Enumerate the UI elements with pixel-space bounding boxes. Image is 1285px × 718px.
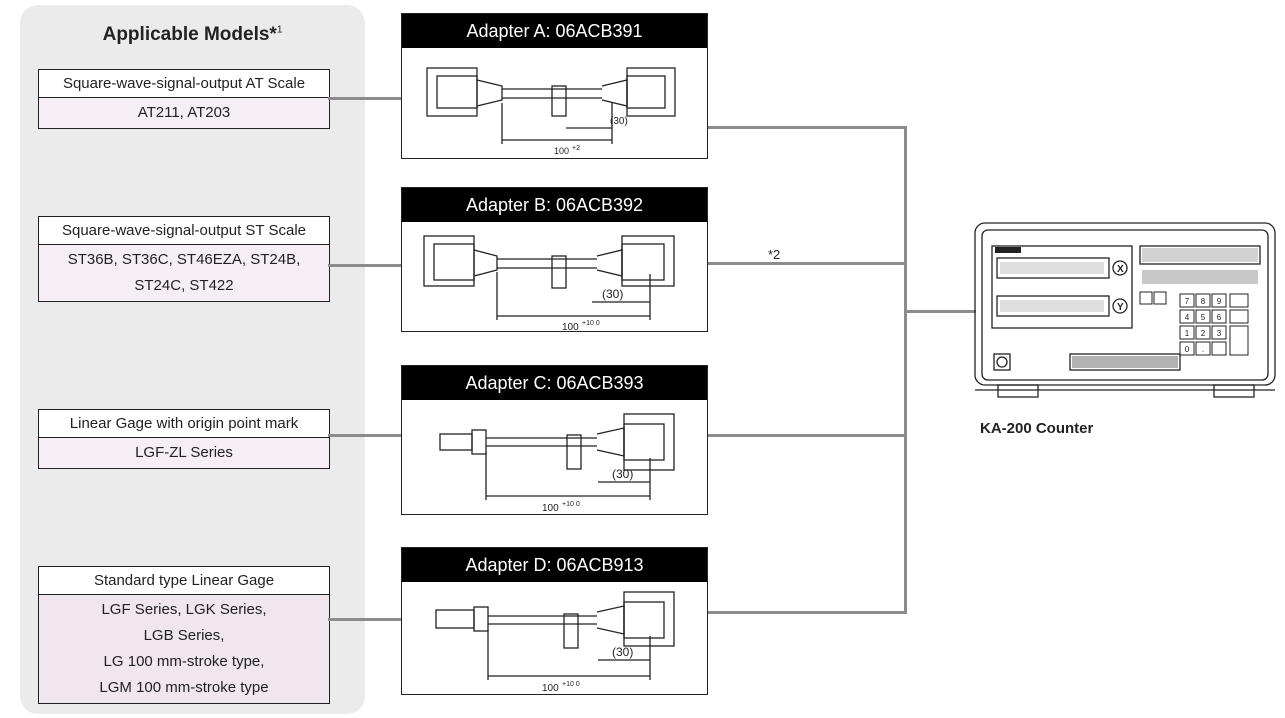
model-group-st-scale: Square-wave-signal-output ST Scale ST36B… xyxy=(38,216,330,302)
counter-axis-y: Y xyxy=(1117,302,1124,313)
wire-b-to-bus xyxy=(706,262,906,265)
model-group-body: ST36B, ST36C, ST46EZA, ST24B, ST24C, ST4… xyxy=(39,245,329,301)
wire-bus xyxy=(904,126,907,614)
key-8: 8 xyxy=(1201,297,1206,306)
model-group-body: LGF-ZL Series xyxy=(39,438,329,468)
adapter-c-dim-length: 100 xyxy=(542,503,559,514)
adapter-d-dim-short: (30) xyxy=(612,645,633,659)
adapter-b-dim-length: 100 xyxy=(562,322,579,332)
adapter-drawing: (30) 100 +10 0 xyxy=(402,582,707,700)
wire-at-to-a xyxy=(328,97,401,100)
wire-d-to-bus xyxy=(706,611,906,614)
adapter-title: Adapter A: 06ACB391 xyxy=(402,14,707,48)
key-1: 1 xyxy=(1185,329,1190,338)
key-4: 4 xyxy=(1185,313,1190,322)
adapter-d-dim-tol: +10 0 xyxy=(562,681,580,688)
model-group-body: LGF Series, LGK Series, LGB Series, LG 1… xyxy=(39,595,329,703)
counter-axis-x: X xyxy=(1117,264,1124,275)
models-title: Applicable Models*1 xyxy=(20,24,365,46)
key-decimal: . xyxy=(1202,345,1204,354)
adapter-c: Adapter C: 06ACB393 (30) 100 +10 0 xyxy=(401,365,708,515)
model-group-standard-linear-gage: Standard type Linear Gage LGF Series, LG… xyxy=(38,566,330,704)
model-group-header: Square-wave-signal-output AT Scale xyxy=(39,70,329,98)
adapter-a-drawing: (30) 100 +2 xyxy=(402,48,707,158)
adapter-a-dim-tol: +2 xyxy=(572,145,580,152)
wire-st-to-b xyxy=(328,264,401,267)
adapter-b-dim-short: (30) xyxy=(602,287,623,301)
model-line: LGF-ZL Series xyxy=(39,440,329,466)
model-group-header: Standard type Linear Gage xyxy=(39,567,329,595)
key-9: 9 xyxy=(1217,297,1222,306)
adapter-b-dim-tol: +10 0 xyxy=(582,320,600,327)
counter-label: KA-200 Counter xyxy=(980,420,1093,437)
adapter-d-drawing: (30) 100 +10 0 xyxy=(402,582,707,694)
adapter-a-dim-short: (30) xyxy=(610,116,628,127)
model-line: ST24C, ST422 xyxy=(39,273,329,299)
model-line: LGB Series, xyxy=(39,623,329,649)
key-5: 5 xyxy=(1201,313,1206,322)
model-group-header: Linear Gage with origin point mark xyxy=(39,410,329,438)
key-2: 2 xyxy=(1201,329,1206,338)
footnote-2: *2 xyxy=(768,247,780,262)
counter-illustration: X Y 7 8 9 4 5 6 1 2 3 0 . xyxy=(970,218,1282,400)
model-line: ST36B, ST36C, ST46EZA, ST24B, xyxy=(39,247,329,273)
adapter-c-drawing: (30) 100 +10 0 xyxy=(402,400,707,514)
wire-a-to-bus xyxy=(706,126,906,129)
adapter-title: Adapter C: 06ACB393 xyxy=(402,366,707,400)
adapter-title: Adapter B: 06ACB392 xyxy=(402,188,707,222)
model-group-body: AT211, AT203 xyxy=(39,98,329,128)
adapter-d-dim-length: 100 xyxy=(542,683,559,694)
counter-device: X Y 7 8 9 4 5 6 1 2 3 0 . xyxy=(970,218,1282,405)
adapter-drawing: (30) 100 +10 0 xyxy=(402,400,707,518)
key-3: 3 xyxy=(1217,329,1222,338)
adapter-drawing: (30) 100 +10 0 xyxy=(402,222,707,340)
model-group-linear-gage-origin: Linear Gage with origin point mark LGF-Z… xyxy=(38,409,330,469)
adapter-d: Adapter D: 06ACB913 (30) 100 +10 0 xyxy=(401,547,708,695)
wire-bus-to-counter xyxy=(904,310,976,313)
adapter-b-drawing: (30) 100 +10 0 xyxy=(402,222,707,332)
key-0: 0 xyxy=(1185,345,1190,354)
adapter-a: Adapter A: 06ACB391 (30) 100 +2 xyxy=(401,13,708,159)
key-7: 7 xyxy=(1185,297,1190,306)
model-group-header: Square-wave-signal-output ST Scale xyxy=(39,217,329,245)
adapter-drawing: (30) 100 +2 xyxy=(402,48,707,166)
adapter-c-dim-tol: +10 0 xyxy=(562,501,580,508)
adapter-a-dim-length: 100 xyxy=(554,146,569,156)
model-line: LGM 100 mm-stroke type xyxy=(39,675,329,701)
model-line: LGF Series, LGK Series, xyxy=(39,597,329,623)
wire-c-to-bus xyxy=(706,434,906,437)
model-line: LG 100 mm-stroke type, xyxy=(39,649,329,675)
adapter-title: Adapter D: 06ACB913 xyxy=(402,548,707,582)
adapter-b: Adapter B: 06ACB392 (30) 100 +10 0 xyxy=(401,187,708,332)
wire-lg-to-d xyxy=(328,618,401,621)
key-6: 6 xyxy=(1217,313,1222,322)
adapter-c-dim-short: (30) xyxy=(612,467,633,481)
model-line: AT211, AT203 xyxy=(39,100,329,126)
wire-lgf-to-c xyxy=(328,434,401,437)
model-group-at-scale: Square-wave-signal-output AT Scale AT211… xyxy=(38,69,330,129)
